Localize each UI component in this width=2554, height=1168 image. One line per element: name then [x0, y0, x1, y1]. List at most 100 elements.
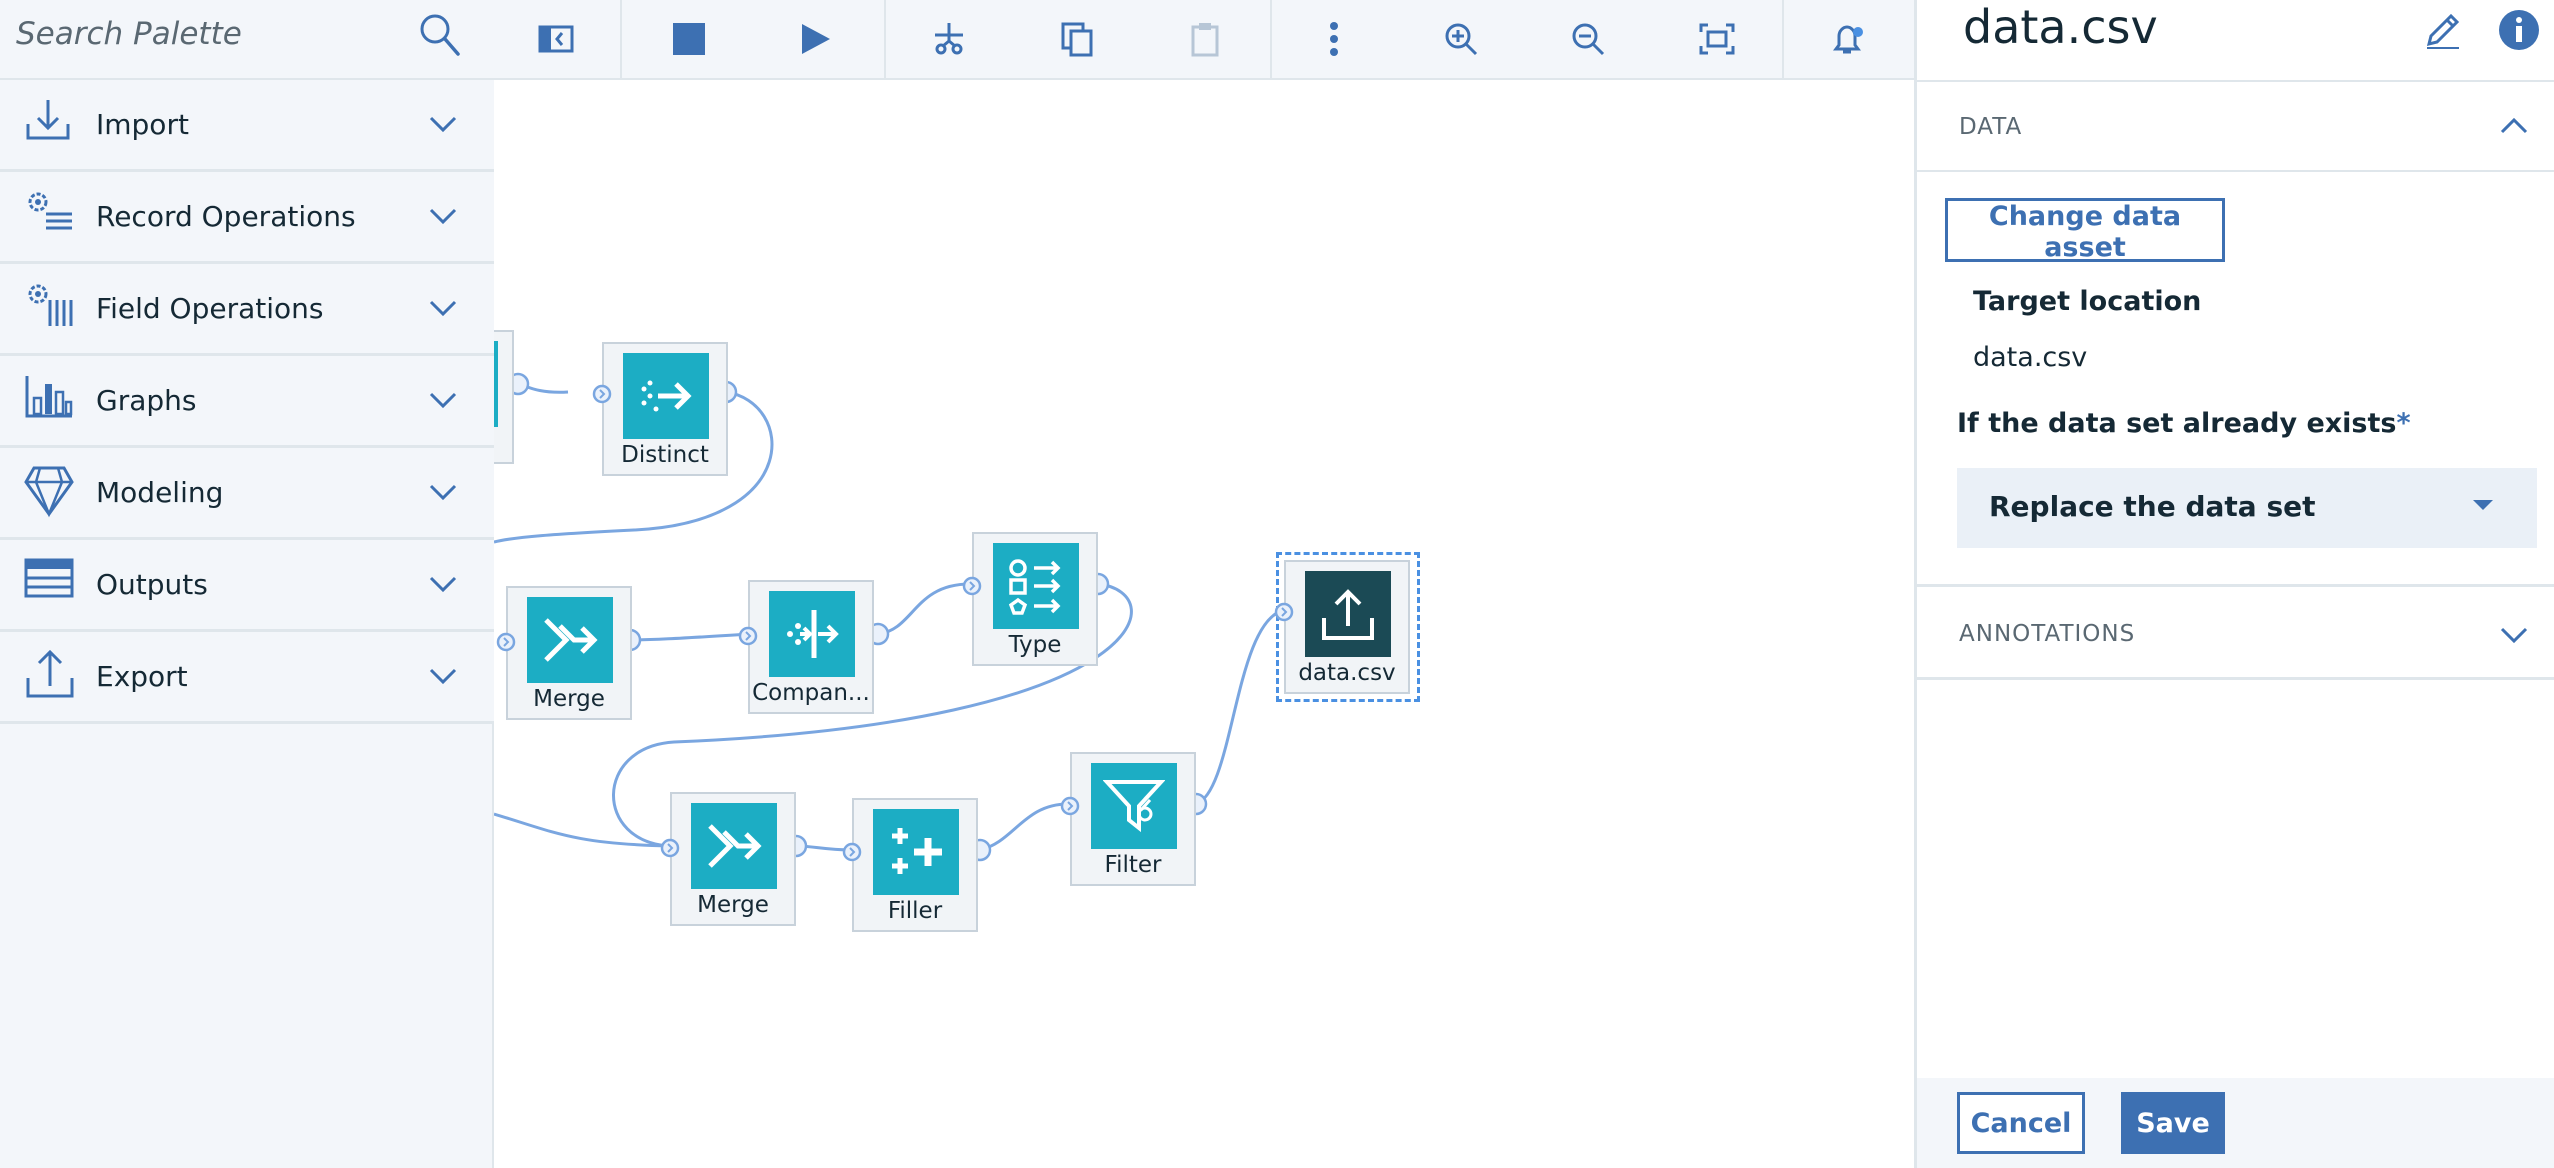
- data-section-header[interactable]: DATA: [1917, 80, 2554, 172]
- copy-button[interactable]: [1037, 0, 1117, 78]
- merge-icon: [691, 803, 777, 889]
- flow-node-filter[interactable]: Filter: [1060, 752, 1196, 886]
- flow-canvas[interactable]: Distinct Merge Compan... Type data.csv: [494, 82, 1914, 1168]
- node-label: data.csv: [1298, 660, 1396, 686]
- save-button[interactable]: Save: [2121, 1092, 2225, 1154]
- toolbar-divider: [1782, 0, 1784, 78]
- flow-node-merge-1[interactable]: Merge: [496, 586, 632, 720]
- cut-button[interactable]: [909, 0, 989, 78]
- chevron-down-icon: [428, 206, 458, 226]
- target-location-value: data.csv: [1973, 342, 2088, 373]
- graphs-icon: [24, 372, 74, 420]
- zoom-out-button[interactable]: [1548, 0, 1628, 78]
- modeling-icon: [24, 464, 74, 518]
- flow-node-data-csv-export[interactable]: data.csv: [1274, 560, 1410, 694]
- toolbar-divider: [1270, 0, 1272, 78]
- companion-icon: [769, 591, 855, 677]
- zoom-out-icon: [1570, 21, 1606, 57]
- field-operations-icon: [24, 280, 74, 328]
- zoom-in-button[interactable]: [1421, 0, 1501, 78]
- panel-title: data.csv: [1963, 0, 2158, 54]
- flow-node-distinct[interactable]: Distinct: [592, 342, 728, 476]
- target-location-label: Target location: [1973, 286, 2202, 317]
- run-icon: [800, 22, 832, 56]
- palette-category-export[interactable]: Export: [0, 632, 494, 724]
- palette-category-modeling[interactable]: Modeling: [0, 448, 494, 540]
- chevron-down-icon: [428, 666, 458, 686]
- node-label: Merge: [697, 892, 769, 918]
- flow-node-partial[interactable]: [494, 330, 514, 464]
- if-exists-dropdown[interactable]: Replace the data set: [1957, 468, 2537, 548]
- paste-icon: [1190, 21, 1220, 57]
- chevron-down-icon: [428, 482, 458, 502]
- annotations-section-header[interactable]: ANNOTATIONS: [1917, 584, 2554, 680]
- caret-down-icon: [2471, 498, 2495, 512]
- input-port-icon: [738, 626, 758, 646]
- palette-category-label: Import: [96, 108, 189, 141]
- distinct-icon: [623, 353, 709, 439]
- toolbar-divider: [884, 0, 886, 78]
- stop-icon: [672, 22, 706, 56]
- toggle-palette-button[interactable]: [516, 0, 596, 78]
- more-options-button[interactable]: [1294, 0, 1374, 78]
- record-operations-icon: [24, 188, 74, 236]
- toolbar-divider: [620, 0, 622, 78]
- palette-category-record-operations[interactable]: Record Operations: [0, 172, 494, 264]
- node-label: Type: [1008, 632, 1062, 658]
- paste-button[interactable]: [1165, 0, 1245, 78]
- input-port-icon: [496, 632, 516, 652]
- toggle-palette-icon: [538, 24, 574, 54]
- cut-icon: [931, 21, 967, 57]
- palette-category-label: Modeling: [96, 476, 224, 509]
- input-port-icon: [842, 842, 862, 862]
- filler-icon: [873, 809, 959, 895]
- notifications-button[interactable]: [1808, 0, 1888, 78]
- palette-category-label: Outputs: [96, 568, 208, 601]
- if-exists-label-text: If the data set already exists: [1957, 408, 2397, 439]
- search-icon[interactable]: [418, 12, 462, 60]
- panel-footer: Cancel Save: [1917, 1078, 2554, 1168]
- palette-category-label: Export: [96, 660, 188, 693]
- zoom-in-icon: [1443, 21, 1479, 57]
- merge-icon: [527, 597, 613, 683]
- node-label: Filter: [1104, 852, 1162, 878]
- palette-category-field-operations[interactable]: Field Operations: [0, 264, 494, 356]
- chevron-up-icon: [2499, 116, 2529, 136]
- palette-category-graphs[interactable]: Graphs: [0, 356, 494, 448]
- palette-category-label: Field Operations: [96, 292, 324, 325]
- copy-icon: [1060, 21, 1094, 57]
- required-mark: *: [2396, 408, 2411, 439]
- outputs-icon: [24, 556, 74, 600]
- input-port-icon: [660, 838, 680, 858]
- if-exists-selected-value: Replace the data set: [1989, 490, 2316, 523]
- flow-node-merge-2[interactable]: Merge: [660, 792, 796, 926]
- change-data-asset-button[interactable]: Change data asset: [1945, 198, 2225, 263]
- notifications-icon: [1830, 21, 1866, 57]
- chevron-down-icon: [428, 114, 458, 134]
- flow-node-type[interactable]: Type: [962, 532, 1098, 666]
- export-upload-icon: [1305, 571, 1391, 657]
- chevron-down-icon: [428, 390, 458, 410]
- node-label: Filler: [887, 898, 943, 924]
- data-section-label: DATA: [1959, 114, 2023, 140]
- chevron-down-icon: [2499, 625, 2529, 645]
- canvas-toolbar: [494, 0, 1914, 80]
- fit-to-screen-button[interactable]: [1677, 0, 1757, 78]
- more-icon: [1329, 21, 1339, 57]
- info-icon[interactable]: [2497, 8, 2541, 52]
- node-icon-edge: [494, 341, 498, 427]
- search-palette-input[interactable]: Search Palette: [16, 16, 242, 52]
- palette-category-outputs[interactable]: Outputs: [0, 540, 494, 632]
- edit-title-icon[interactable]: [2421, 8, 2465, 52]
- run-button[interactable]: [776, 0, 856, 78]
- palette-category-import[interactable]: Import: [0, 80, 494, 172]
- cancel-button[interactable]: Cancel: [1957, 1092, 2085, 1154]
- chevron-down-icon: [428, 298, 458, 318]
- input-port-icon: [962, 576, 982, 596]
- flow-node-filler[interactable]: Filler: [842, 798, 978, 932]
- type-icon: [993, 543, 1079, 629]
- stop-button[interactable]: [649, 0, 729, 78]
- palette-search[interactable]: Search Palette: [0, 0, 494, 80]
- flow-node-companion[interactable]: Compan...: [738, 580, 874, 714]
- node-properties-panel: data.csv DATA Change data asset Target l…: [1914, 0, 2554, 1168]
